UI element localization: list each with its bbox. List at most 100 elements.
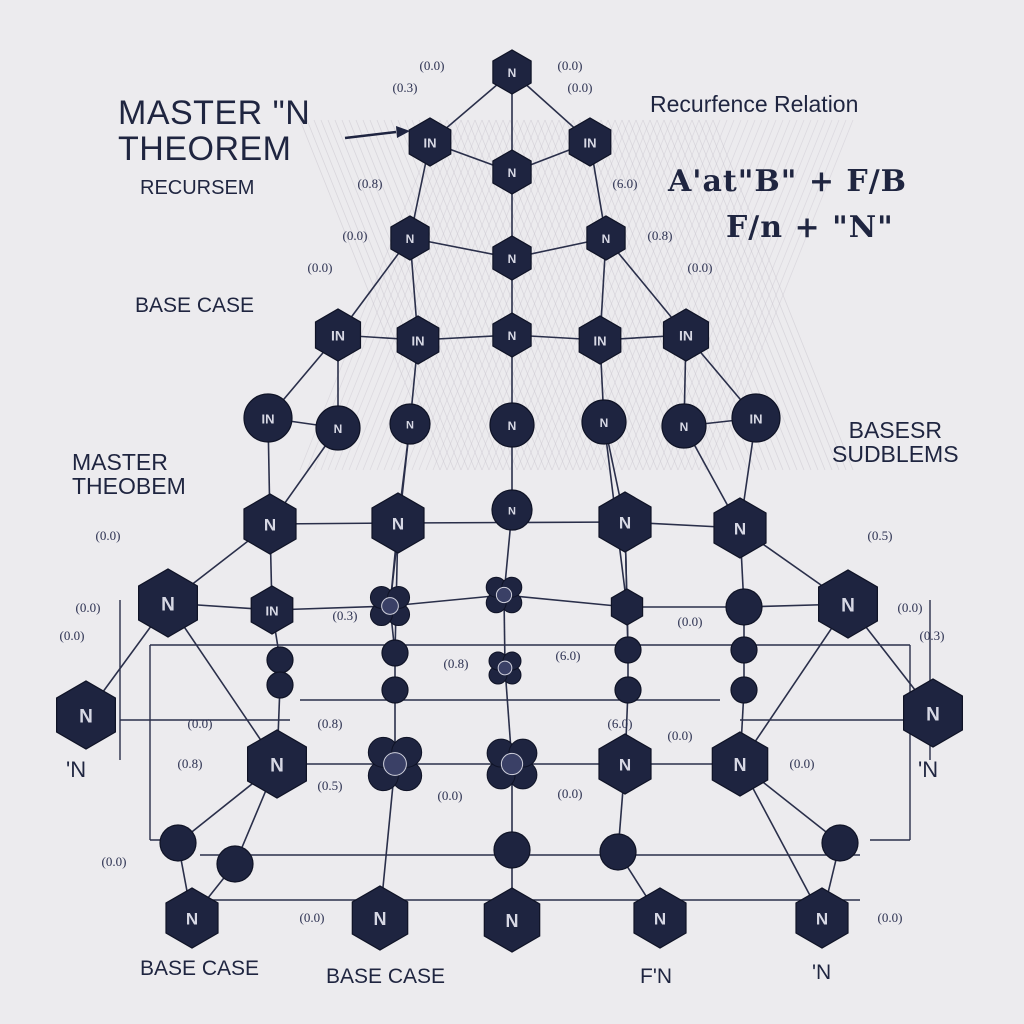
node-label: N: [508, 66, 517, 80]
tree-node: [488, 651, 522, 685]
tree-node: IN: [578, 315, 622, 365]
tree-edge: [167, 602, 278, 765]
edge-annotation: (0.3): [393, 80, 418, 95]
tree-node: IN: [314, 308, 362, 362]
fn-label-bottom: F'N: [640, 965, 673, 988]
tree-node: N: [243, 493, 297, 555]
node-label: N: [654, 910, 666, 929]
tree-node: N: [247, 729, 307, 799]
tree-node: N: [492, 49, 532, 95]
tree-node: N: [633, 887, 687, 949]
edge-annotation: (6.0): [613, 176, 638, 191]
tree-edge: [739, 763, 823, 919]
node-label: N: [186, 910, 198, 929]
tree-node: N: [389, 403, 431, 445]
master-theorem-label-left: MASTER THEOBEM: [72, 449, 186, 500]
tree-node: [486, 738, 538, 790]
tree-node: IN: [731, 393, 781, 443]
tree-node: N: [55, 680, 117, 750]
tree-node: [485, 576, 523, 614]
tree-node: N: [138, 568, 198, 638]
node-label: N: [508, 166, 517, 180]
edge-annotation: (0.0): [558, 786, 583, 801]
tree-node: N: [492, 149, 532, 195]
tree-node: N: [483, 887, 541, 953]
tree-node: N: [489, 402, 535, 448]
node-label: IN: [412, 333, 425, 348]
hatch-texture: [299, 119, 854, 471]
tree-node: N: [713, 497, 767, 559]
edge-annotation: (0.8): [318, 716, 343, 731]
edge-annotation: (6.0): [608, 716, 633, 731]
node-label: N: [406, 232, 415, 246]
edge-annotation: (0.0): [420, 58, 445, 73]
tree-node: N: [371, 492, 425, 554]
tree-node: N: [315, 405, 361, 451]
tree-node: [599, 833, 637, 871]
node-label: N: [506, 911, 519, 931]
edge-annotation: (0.0): [878, 910, 903, 925]
node-label: N: [508, 505, 516, 517]
edge-annotation: (0.0): [76, 600, 101, 615]
tree-node: N: [795, 887, 849, 949]
tree-node: N: [586, 215, 626, 261]
edge-annotation: (0.0): [678, 614, 703, 629]
node-label: N: [841, 595, 855, 616]
formula-line-1: A'at"B" + F/B: [668, 164, 908, 199]
node-label: N: [734, 520, 746, 539]
tree-node: N: [390, 215, 430, 261]
tree-node: N: [661, 403, 707, 449]
edge-annotation: (6.0): [556, 648, 581, 663]
node-label: N: [926, 704, 940, 725]
edge-annotation: (0.0): [568, 80, 593, 95]
edge-annotation: (0.0): [668, 728, 693, 743]
edge-annotation: (0.3): [920, 628, 945, 643]
node-label: IN: [594, 333, 607, 348]
node-label: IN: [266, 603, 279, 618]
tree-node: N: [711, 731, 769, 797]
node-label: IN: [262, 411, 275, 426]
node-label: N: [79, 706, 93, 727]
tree-node: IN: [662, 308, 710, 362]
tree-node: [725, 588, 763, 626]
edge-annotation: (0.0): [96, 528, 121, 543]
tree-node: [610, 588, 644, 626]
tree-node: N: [598, 491, 652, 553]
tree-node: N: [351, 885, 409, 951]
tree-node: IN: [396, 315, 440, 365]
recurrence-relation-title: Recurfence Relation: [650, 91, 859, 117]
base-case-label-bottom-mid: BASE CASE: [326, 965, 446, 988]
tree-node: [266, 646, 294, 674]
node-label: N: [264, 516, 276, 535]
node-label: IN: [331, 328, 345, 344]
tree-node: N: [492, 235, 532, 281]
recursem-label: RECURSEM: [140, 177, 255, 199]
node-label: N: [619, 756, 631, 775]
edge-annotation: (0.3): [333, 608, 358, 623]
node-label: N: [508, 252, 517, 266]
tree-node: N: [598, 733, 652, 795]
edge-annotation: (0.8): [358, 176, 383, 191]
tree-node: [614, 676, 642, 704]
tree-node: [159, 824, 197, 862]
edge-annotation: (0.0): [188, 716, 213, 731]
node-label: N: [392, 515, 404, 534]
n-label-bottom-right: 'N: [812, 961, 832, 984]
tree-node: N: [817, 569, 879, 639]
tree-node: [216, 845, 254, 883]
tree-node: IN: [250, 585, 294, 635]
pointer-arrow: [344, 126, 410, 140]
node-label: N: [161, 594, 175, 615]
node-label: N: [334, 422, 343, 436]
tree-node: N: [902, 678, 964, 748]
edge-annotation: (0.0): [60, 628, 85, 643]
node-label: N: [406, 419, 414, 431]
tree-edge: [739, 603, 849, 765]
edge-annotation: (0.0): [558, 58, 583, 73]
tree-node: IN: [568, 117, 612, 167]
edge-annotation: (0.0): [790, 756, 815, 771]
tree-node: [381, 676, 409, 704]
tree-node: [266, 671, 294, 699]
node-label: N: [600, 416, 609, 430]
